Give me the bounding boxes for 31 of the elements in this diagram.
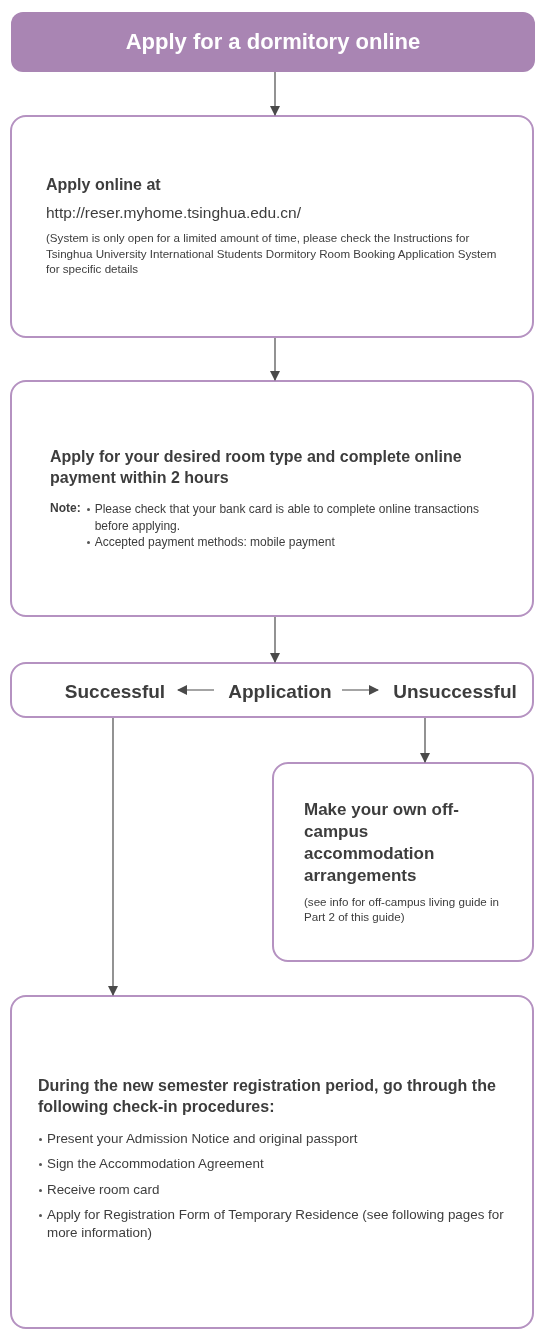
bullet-item: Apply for Registration Form of Temporary Residence (see following pages for more information) [38, 1206, 512, 1242]
bullet-item: Receive room card [38, 1180, 512, 1199]
outcome-label: Application [228, 681, 332, 703]
note-label: Note: [50, 500, 81, 515]
outcome-label: Unsuccessful [393, 681, 517, 703]
step-box [10, 115, 534, 338]
note-text: (System is only open for a limited amount of time, please check the Instructions for Tsinghua University International Students Dormitory Room Booking Application System for specific details [46, 230, 498, 277]
note-text: (see info for off-campus living guide in Part 2 of this guide) [304, 893, 501, 925]
title-band [11, 12, 535, 72]
step-heading: During the new semester registration period, go through the following check-in procedures: [38, 1075, 497, 1118]
outcome-label: Successful [64, 681, 166, 703]
url-text: http://reser.myhome.tsinghua.edu.cn/ [46, 204, 303, 223]
bullet-item: Present your Admission Notice and original passport [38, 1130, 512, 1148]
arrow [270, 616, 280, 663]
bullet-item: Accepted payment methods: mobile payment [86, 534, 512, 552]
arrow [270, 337, 280, 381]
title-text: Apply for a dormitory online [125, 29, 421, 55]
bullet-item: Please check that your bank card is able to complete online transactions before applying. [86, 500, 512, 535]
outcome-box [10, 662, 534, 718]
step-box [272, 762, 534, 962]
step-box [10, 995, 534, 1329]
step-box [10, 380, 534, 617]
arrow [177, 685, 215, 695]
arrow [108, 717, 118, 996]
bullet-item: Sign the Accommodation Agreement [38, 1155, 512, 1173]
arrow [270, 71, 280, 116]
step-heading: Apply for your desired room type and complete online payment within 2 hours [50, 446, 463, 489]
step-heading: Apply online at [46, 176, 162, 195]
arrow [420, 717, 430, 763]
arrow [341, 685, 379, 695]
step-heading: Make your own off-campus accommodation arrangements [304, 799, 460, 888]
